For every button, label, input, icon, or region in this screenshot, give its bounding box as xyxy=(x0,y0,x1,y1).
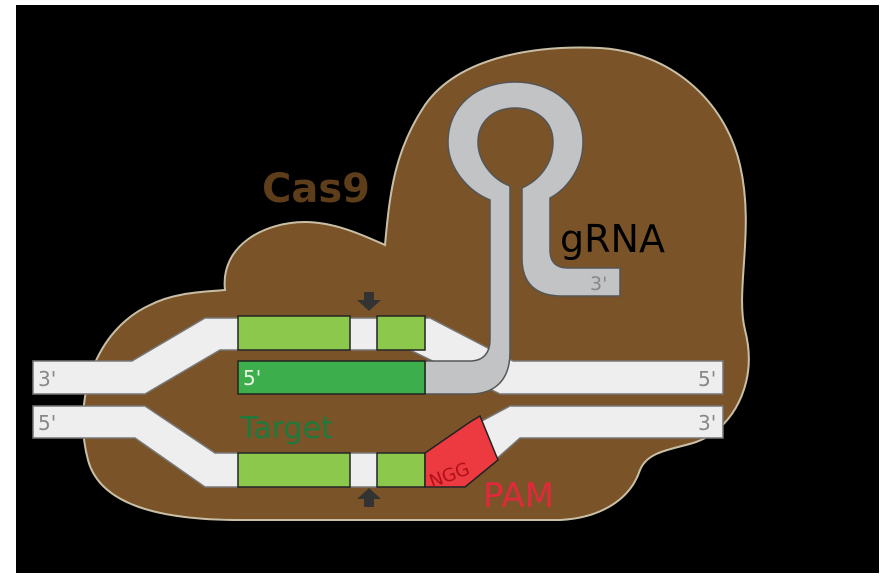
pam-label: PAM xyxy=(483,476,554,516)
dna-top-strand xyxy=(32,317,724,395)
cas9-protein xyxy=(82,46,750,521)
cas9-label: Cas9 xyxy=(262,166,370,212)
top-right-end-label: 5' xyxy=(698,367,716,391)
bottom-right-end-label: 3' xyxy=(698,411,716,435)
target-bottom-left xyxy=(237,452,351,488)
grna-3prime-label: 3' xyxy=(590,273,607,295)
arrow-down-icon xyxy=(357,292,381,311)
top-left-end-label: 3' xyxy=(38,367,56,391)
spacer-5prime-label: 5' xyxy=(243,366,261,390)
target-top-right xyxy=(376,315,426,351)
target-top-left xyxy=(237,315,351,351)
bottom-left-end-label: 5' xyxy=(38,411,56,435)
pam-region xyxy=(424,414,499,488)
target-bottom-right xyxy=(376,452,426,488)
arrow-up-icon xyxy=(357,488,381,507)
grna-spacer xyxy=(237,360,426,395)
grna-label: gRNA xyxy=(560,217,665,261)
grna-scaffold xyxy=(424,81,621,395)
target-label: Target xyxy=(239,411,333,446)
